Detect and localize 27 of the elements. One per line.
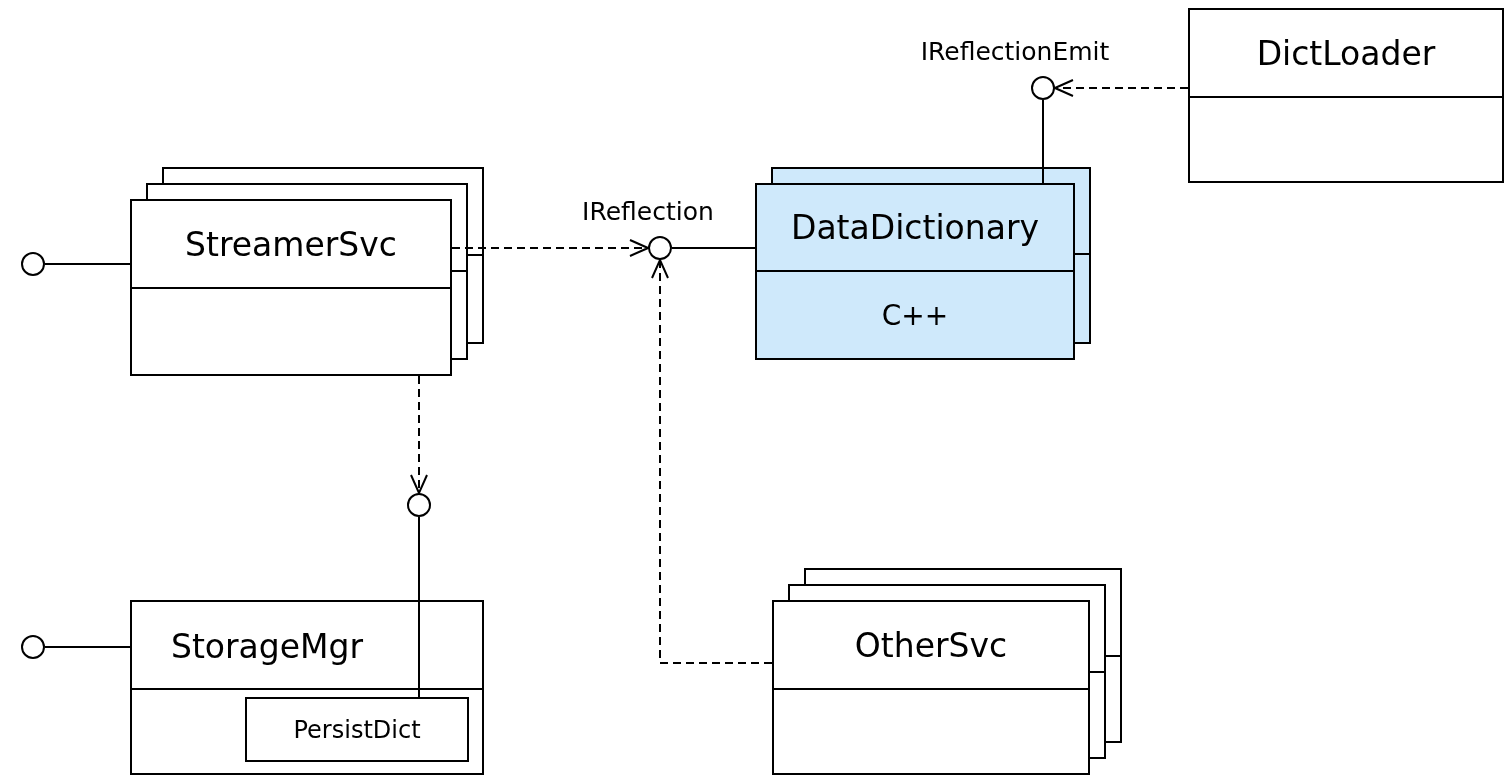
interface-circle <box>21 252 45 276</box>
connector-line <box>44 646 131 648</box>
dependency-arrow <box>410 375 428 494</box>
component-box <box>130 199 452 376</box>
component-name: StreamerSvc <box>185 224 397 264</box>
component-name: DataDictionary <box>790 208 1040 247</box>
connector-line <box>418 516 420 698</box>
connector-line <box>1042 99 1044 184</box>
interface-circle <box>407 493 431 517</box>
part-name: PersistDict <box>293 715 421 744</box>
component-box <box>1188 8 1504 183</box>
component-name: StorageMgr <box>170 626 364 666</box>
interface-circle <box>21 635 45 659</box>
component-name: DictLoader <box>1256 33 1436 73</box>
component-box <box>772 600 1090 775</box>
part-box <box>245 697 469 762</box>
component-name: OtherSvc <box>854 625 1008 665</box>
interface-label: IReflectionEmit <box>920 37 1110 66</box>
dependency-arrow <box>1054 79 1189 97</box>
interface-label: IReflection <box>582 197 714 226</box>
dependency-arrow <box>651 259 773 664</box>
connector-line <box>671 247 756 249</box>
component-box <box>130 600 484 775</box>
dependency-arrow <box>451 239 649 257</box>
connector-line <box>44 263 131 265</box>
implementation-language: C++ <box>881 298 949 332</box>
component-box <box>755 183 1075 360</box>
